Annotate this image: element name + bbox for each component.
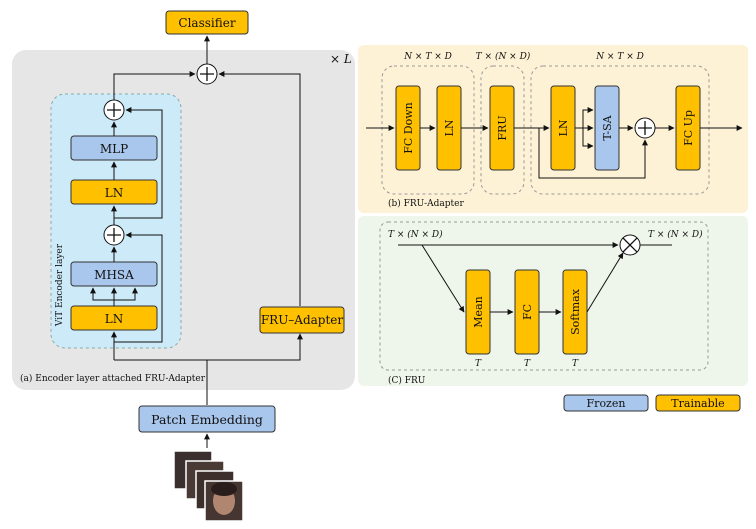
group-fru-outline bbox=[480, 65, 525, 195]
mean-label: Mean bbox=[472, 296, 485, 327]
fru-adapter-box bbox=[259, 306, 345, 334]
group-down-outline bbox=[381, 65, 475, 195]
t-label-fc: T bbox=[524, 359, 531, 369]
panel-c-outline bbox=[379, 221, 709, 371]
classifier-label: Classifier bbox=[178, 16, 235, 30]
mlp-label: MLP bbox=[100, 142, 128, 156]
mhsa-label: MHSA bbox=[94, 268, 134, 282]
patch-embedding-box bbox=[138, 405, 276, 433]
fc-label: FC bbox=[521, 304, 534, 320]
ln-top-label: LN bbox=[105, 186, 123, 200]
panel-c-background bbox=[358, 216, 748, 386]
fru-input-dim: T × (N × D) bbox=[388, 229, 443, 240]
ln-bottom-label: LN bbox=[105, 312, 123, 326]
panel-b-caption: (b) FRU-Adapter bbox=[388, 198, 464, 209]
dim-label-3: N × T × D bbox=[595, 52, 644, 62]
dim-label-1: N × T × D bbox=[403, 52, 452, 62]
ln2-label: LN bbox=[557, 119, 570, 136]
t-label-softmax: T bbox=[572, 359, 579, 369]
panel-c-caption: (C) FRU bbox=[388, 375, 426, 386]
input-video-frames bbox=[173, 450, 244, 522]
t-label-mean: T bbox=[475, 359, 482, 369]
ln1-label: LN bbox=[443, 119, 456, 136]
group-up-outline bbox=[530, 65, 710, 195]
encoder-layer-label: ViT Encoder layer bbox=[55, 243, 65, 327]
fc-up-label: FC Up bbox=[682, 110, 695, 146]
softmax-label: Softmax bbox=[569, 288, 582, 335]
legend-frozen-label: Frozen bbox=[587, 397, 626, 410]
repeat-label: × L bbox=[330, 52, 352, 66]
tsa-label: T-SA bbox=[601, 114, 614, 140]
fru-output-dim: T × (N × D) bbox=[648, 229, 703, 240]
fru-label: FRU bbox=[496, 115, 509, 140]
fru-adapter-label: FRU–Adapter bbox=[261, 313, 344, 327]
legend-frozen-swatch bbox=[563, 394, 649, 412]
legend-trainable-swatch bbox=[655, 394, 741, 412]
panel-a-caption: (a) Encoder layer attached FRU-Adapter bbox=[20, 373, 206, 384]
fc-down-label: FC Down bbox=[402, 102, 415, 154]
dim-label-2: T × (N × D) bbox=[476, 51, 531, 62]
legend-trainable-label: Trainable bbox=[671, 397, 724, 410]
patch-embedding-label: Patch Embedding bbox=[151, 412, 263, 427]
classifier-box bbox=[165, 10, 249, 35]
